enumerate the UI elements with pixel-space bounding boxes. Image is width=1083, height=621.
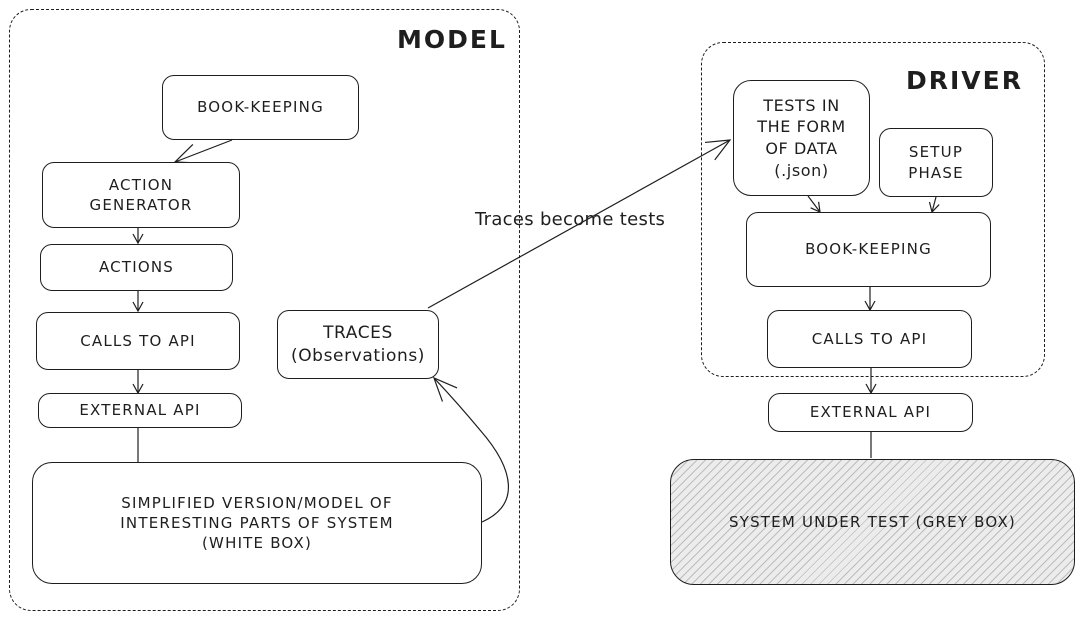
setup-phase-label: SETUP PHASE [908,143,964,182]
driver-bookkeeping-box: BOOK-KEEPING [746,212,991,287]
driver-calls-to-api-box: CALLS TO API [767,310,972,368]
tests-data-box: TESTS IN THE FORM OF DATA (.json) [733,80,870,196]
model-title: MODEL [397,25,507,54]
simplified-model-box: SIMPLIFIED VERSION/MODEL OF INTERESTING … [32,462,482,584]
setup-phase-box: SETUP PHASE [879,128,993,197]
external-api-label: EXTERNAL API [809,403,932,422]
driver-container [701,42,1045,377]
tests-data-label: TESTS IN THE FORM OF DATA (.json) [757,95,846,180]
model-calls-to-api-label: CALLS TO API [80,331,196,350]
driver-title: DRIVER [906,66,1023,95]
arrow-bookkeeping-to-generator [173,139,233,164]
actions-box: ACTIONS [40,244,233,291]
driver-calls-to-api-label: CALLS TO API [811,329,928,348]
model-bookkeeping-box: BOOK-KEEPING [162,75,359,140]
arrow-simplified-to-traces [432,376,509,523]
driver-bookkeeping-label: BOOK-KEEPING [805,240,932,259]
system-under-test-label: SYSTEM UNDER TEST (GREY BOX) [729,512,1016,531]
action-generator-label: ACTION GENERATOR [89,175,193,214]
action-generator-box: ACTION GENERATOR [42,162,240,228]
model-bookkeeping-label: BOOK-KEEPING [197,98,324,117]
traces-box: TRACES (Observations) [277,310,439,379]
model-external-api-box: EXTERNAL API [38,393,242,428]
system-under-test-box: SYSTEM UNDER TEST (GREY BOX) [670,459,1075,585]
arrow-traces-to-tests [427,139,732,309]
external-api-box: EXTERNAL API [768,393,973,432]
traces-label: TRACES (Observations) [290,322,426,366]
arrow-tests-to-bookkeeping [807,195,821,213]
actions-label: ACTIONS [98,258,174,277]
model-container [9,9,520,611]
simplified-model-label: SIMPLIFIED VERSION/MODEL OF INTERESTING … [120,493,394,553]
traces-become-tests-label: Traces become tests [475,209,666,230]
arrow-setup-to-bookkeeping [928,196,940,214]
model-external-api-label: EXTERNAL API [79,401,201,420]
model-calls-to-api-box: CALLS TO API [36,312,240,370]
